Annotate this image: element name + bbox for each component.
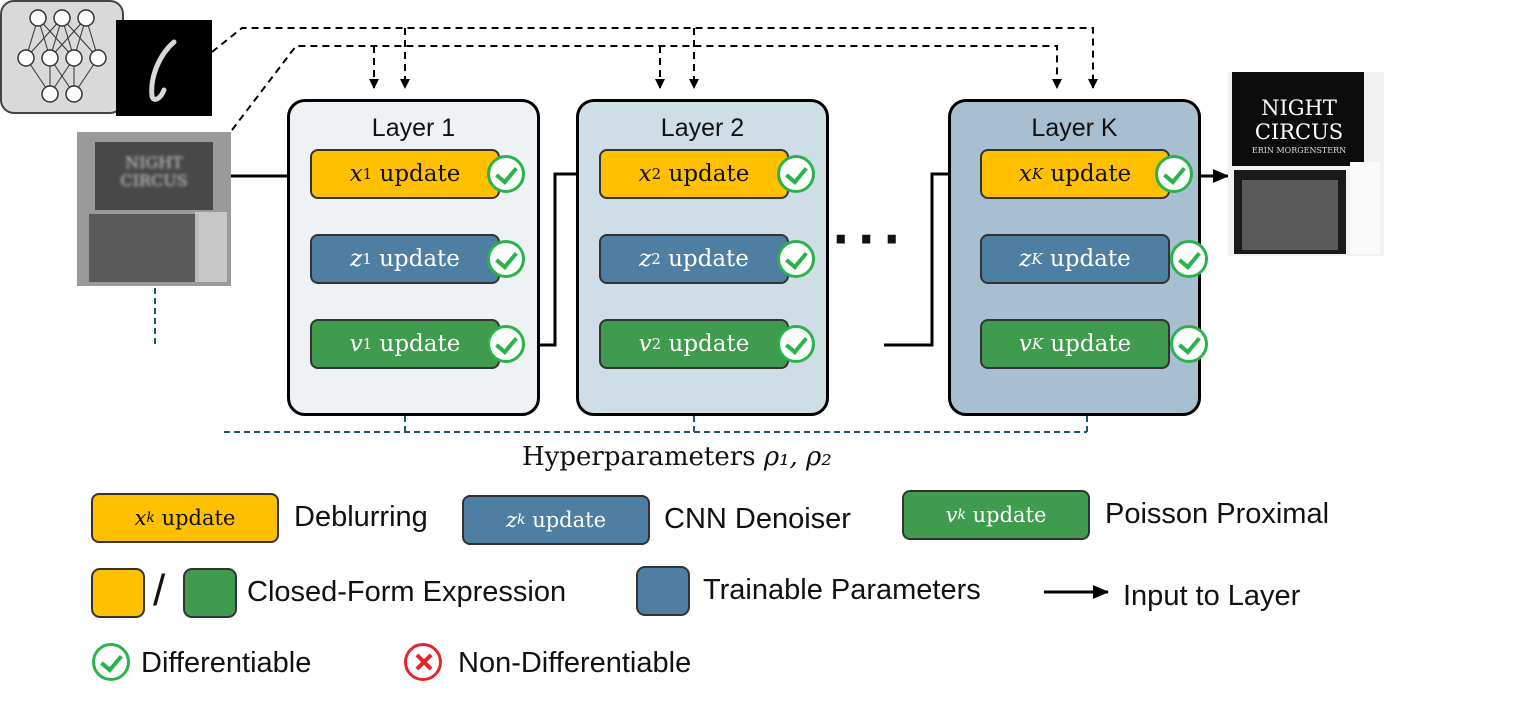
- legend-cnn-denoiser: CNN Denoiser: [664, 503, 851, 535]
- legend-differentiable: Differentiable: [141, 647, 312, 679]
- legend-yellow-swatch: [91, 568, 145, 618]
- legend-input-to-layer: Input to Layer: [1123, 580, 1301, 612]
- legend-trainable: Trainable Parameters: [703, 574, 981, 606]
- differentiable-check-icon: [777, 325, 815, 363]
- legend-deblurring: Deblurring: [294, 501, 428, 533]
- differentiable-check-icon: [487, 325, 525, 363]
- differentiable-check-icon: [487, 155, 525, 193]
- differentiable-check-icon: [487, 240, 525, 278]
- legend-non-differentiable: Non-Differentiable: [458, 647, 692, 679]
- layer-title: Layer 2: [660, 114, 745, 142]
- deblurred-output-image: NIGHT CIRCUS ERIN MORGENSTERN: [1228, 72, 1384, 256]
- differentiable-check-icon: [1170, 240, 1208, 278]
- differentiable-check-icon: [1170, 325, 1208, 363]
- legend-green-swatch: [183, 568, 237, 618]
- kernel-feed-lines: [211, 27, 1098, 131]
- legend-check-icon: [92, 643, 130, 681]
- layer-title: Layer 1: [371, 114, 456, 142]
- legend-cross-icon: [404, 643, 442, 681]
- blurred-input-title: NIGHT CIRCUS: [120, 153, 188, 190]
- differentiable-check-icon: [777, 155, 815, 193]
- differentiable-check-icon: [777, 240, 815, 278]
- legend-closed-form: Closed-Form Expression: [247, 576, 567, 608]
- legend-poisson-proximal: Poisson Proximal: [1105, 498, 1330, 530]
- legend-slash: /: [153, 566, 166, 615]
- output-book-title: NIGHT CIRCUS: [1254, 96, 1344, 144]
- output-book-author: ERIN MORGENSTERN: [1251, 146, 1347, 155]
- differentiable-check-icon: [1155, 155, 1193, 193]
- blur-kernel-image: [116, 20, 212, 116]
- legend-blue-swatch: [636, 566, 690, 616]
- blurred-input-image: NIGHT CIRCUS: [77, 132, 231, 286]
- layer-title: Layer K: [1031, 114, 1118, 142]
- hyperparameters-label: Hyperparameters ρ₁, ρ₂: [522, 442, 832, 472]
- layer-ellipsis: ···: [832, 212, 909, 266]
- hyperparameter-network: [0, 0, 124, 114]
